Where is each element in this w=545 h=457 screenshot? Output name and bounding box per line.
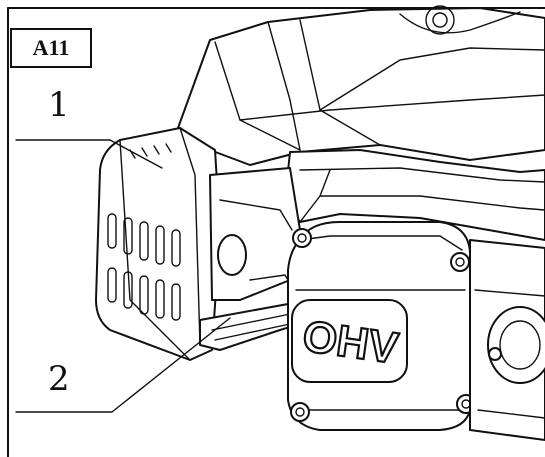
right-side-parts — [469, 239, 545, 441]
leader-lines — [15, 139, 231, 413]
callout-2: 2 — [48, 359, 70, 399]
callout-1: 1 — [48, 85, 70, 125]
leader-line-2 — [15, 317, 231, 413]
muffler-cover — [95, 127, 221, 361]
upper-housing — [177, 5, 545, 166]
leader-line-1 — [15, 139, 163, 169]
cylinder-head-cover — [287, 221, 476, 431]
muffler-body — [209, 167, 301, 301]
figure-label: A11 — [10, 28, 92, 68]
